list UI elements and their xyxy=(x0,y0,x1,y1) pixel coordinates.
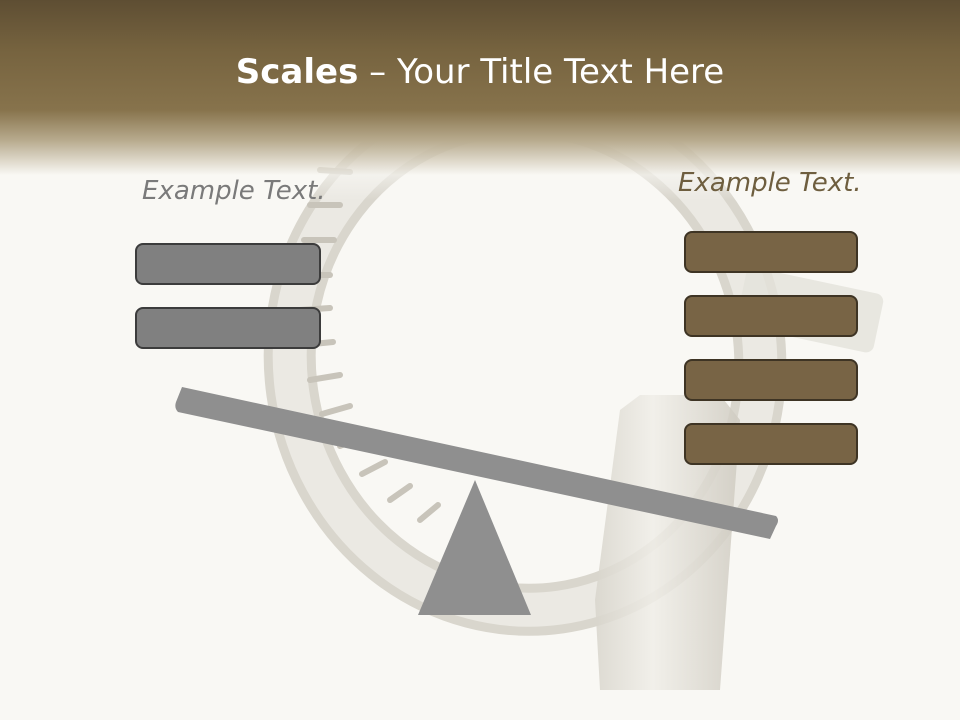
right-example-text: Example Text. xyxy=(678,168,862,198)
slide-title: Scales – Your Title Text Here xyxy=(0,52,960,92)
title-bold-part: Scales xyxy=(235,52,359,92)
right-text-box-1[interactable] xyxy=(684,231,858,273)
right-text-box-2[interactable] xyxy=(684,295,858,337)
right-text-box-4[interactable] xyxy=(684,423,858,465)
scale-fulcrum-triangle xyxy=(418,480,531,615)
left-text-box-2[interactable] xyxy=(135,307,321,349)
left-text-box-1[interactable] xyxy=(135,243,321,285)
header-band xyxy=(0,0,960,200)
right-text-box-3[interactable] xyxy=(684,359,858,401)
left-example-text: Example Text. xyxy=(142,176,326,206)
scale-beam xyxy=(175,387,779,539)
title-rest-part: – Your Title Text Here xyxy=(358,52,725,92)
